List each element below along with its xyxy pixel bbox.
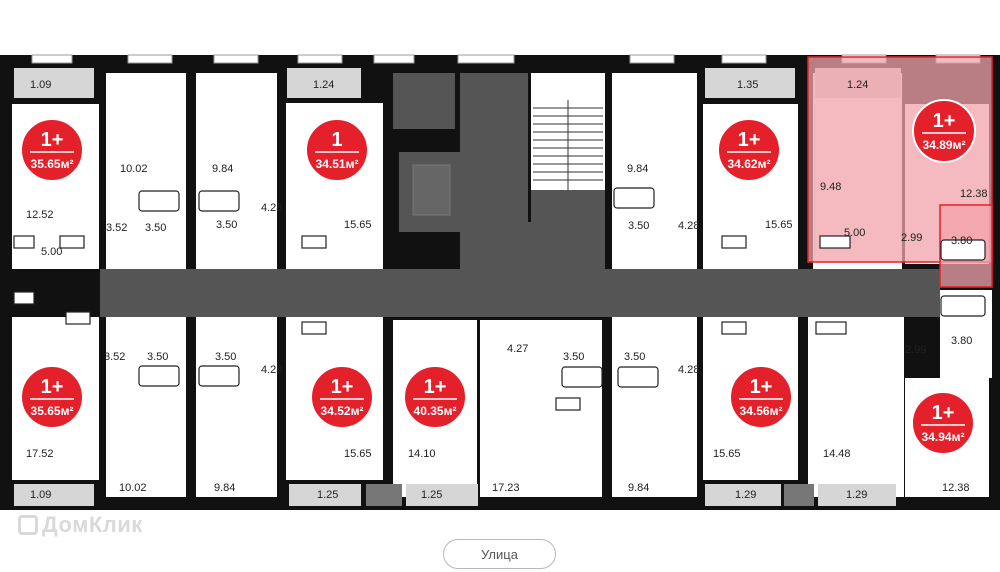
badge-area: 34.94м² (922, 430, 965, 444)
area-label: 1.09 (30, 489, 51, 501)
badge-area: 34.89м² (923, 138, 966, 152)
apartment-badge[interactable]: 1+ 35.65м² (20, 365, 84, 429)
area-label: 1.09 (30, 79, 51, 91)
apartment-badge[interactable]: 1+ 34.62м² (717, 118, 781, 182)
street-button[interactable]: Улица (443, 539, 556, 569)
room-areas-bottom: 3.52 3.50 3.50 4.28 4.27 3.50 3.50 4.28 … (26, 335, 972, 501)
area-label: 9.48 (820, 181, 841, 193)
badge-area: 35.65м² (31, 157, 74, 171)
area-label: 15.65 (344, 219, 372, 231)
apartment-badge[interactable]: 1+ 40.35м² (403, 365, 467, 429)
badge-rooms: 1+ (750, 376, 773, 398)
area-label: 3.50 (628, 220, 649, 232)
area-label: 14.10 (408, 448, 436, 460)
badge-rooms: 1 (331, 129, 342, 151)
area-label: 4.28 (678, 364, 699, 376)
area-label: 1.24 (847, 79, 868, 91)
area-label: 17.52 (26, 448, 54, 460)
apartment-badge[interactable]: 1+ 34.56м² (729, 365, 793, 429)
domclick-logo-icon (18, 515, 38, 535)
area-label: 4.27 (507, 343, 528, 355)
area-label: 3.50 (147, 351, 168, 363)
area-label: 4.28 (261, 202, 282, 214)
area-label: 12.38 (960, 188, 988, 200)
area-label: 12.52 (26, 209, 54, 221)
area-label: 3.50 (563, 351, 584, 363)
area-label: 5.00 (41, 246, 62, 258)
area-label: 1.24 (313, 79, 334, 91)
badge-rooms: 1+ (738, 129, 761, 151)
area-label: 17.23 (492, 482, 520, 494)
apartment-badge[interactable]: 1+ 34.89м² (912, 99, 976, 163)
area-label: 1.29 (735, 489, 756, 501)
area-label: 2.99 (905, 344, 926, 356)
badges-bottom: 1+ 35.65м² 1+ 34.52м² 1+ 40.35м² 1+ 34.5… (20, 365, 975, 455)
area-label: 3.80 (951, 235, 972, 247)
apartment-badge[interactable]: 1+ 34.94м² (911, 391, 975, 455)
fixtures (13, 187, 986, 411)
badge-rooms: 1+ (41, 129, 64, 151)
area-label: 9.84 (214, 482, 235, 494)
badge-rooms: 1+ (424, 376, 447, 398)
area-label: 15.65 (765, 219, 793, 231)
area-label: 9.84 (628, 482, 649, 494)
bottom-balconies (14, 484, 896, 506)
area-label: 14.48 (823, 448, 851, 460)
badge-rooms: 1+ (933, 110, 956, 132)
area-label: 3.50 (145, 222, 166, 234)
area-label: 1.25 (421, 489, 442, 501)
badge-rooms: 1+ (331, 376, 354, 398)
area-label: 3.52 (106, 222, 127, 234)
area-label: 15.65 (713, 448, 741, 460)
badge-area: 34.56м² (740, 404, 783, 418)
badge-area: 40.35м² (414, 404, 457, 418)
area-label: 1.25 (317, 489, 338, 501)
badge-area: 35.65м² (31, 404, 74, 418)
badges-top: 1+ 35.65м² 1 34.51м² 1+ 34.62м² 1+ 34.89… (20, 99, 976, 182)
area-label: 2.99 (901, 232, 922, 244)
area-label: 10.02 (120, 163, 148, 175)
apartment-badge[interactable]: 1+ 34.52м² (310, 365, 374, 429)
room-areas-top: 1.09 10.02 12.52 3.52 3.50 5.00 9.84 3.5… (26, 79, 988, 258)
area-label: 4.28 (678, 220, 699, 232)
watermark-text: ДомКлик (42, 512, 143, 537)
area-label: 3.80 (951, 335, 972, 347)
corridor (100, 269, 940, 317)
area-label: 15.65 (344, 448, 372, 460)
apartment-badge[interactable]: 1 34.51м² (305, 118, 369, 182)
watermark: ДомКлик (18, 512, 143, 538)
area-label: 4.28 (261, 364, 282, 376)
badge-rooms: 1+ (932, 402, 955, 424)
apartment-badge[interactable]: 1+ 35.65м² (20, 118, 84, 182)
badge-area: 34.62м² (728, 157, 771, 171)
bottom-apartments (12, 290, 992, 497)
badge-rooms: 1+ (41, 376, 64, 398)
area-label: 9.84 (212, 163, 233, 175)
badge-area: 34.52м² (321, 404, 364, 418)
corridor-hall (460, 222, 605, 272)
area-label: 9.84 (627, 163, 648, 175)
area-label: 3.50 (215, 351, 236, 363)
area-label: 1.35 (737, 79, 758, 91)
area-label: 10.02 (119, 482, 147, 494)
area-label: 3.50 (216, 219, 237, 231)
area-label: 3.52 (104, 351, 125, 363)
badge-area: 34.51м² (316, 157, 359, 171)
area-label: 3.50 (624, 351, 645, 363)
area-label: 12.38 (942, 482, 970, 494)
area-label: 5.00 (844, 227, 865, 239)
area-label: 1.29 (846, 489, 867, 501)
